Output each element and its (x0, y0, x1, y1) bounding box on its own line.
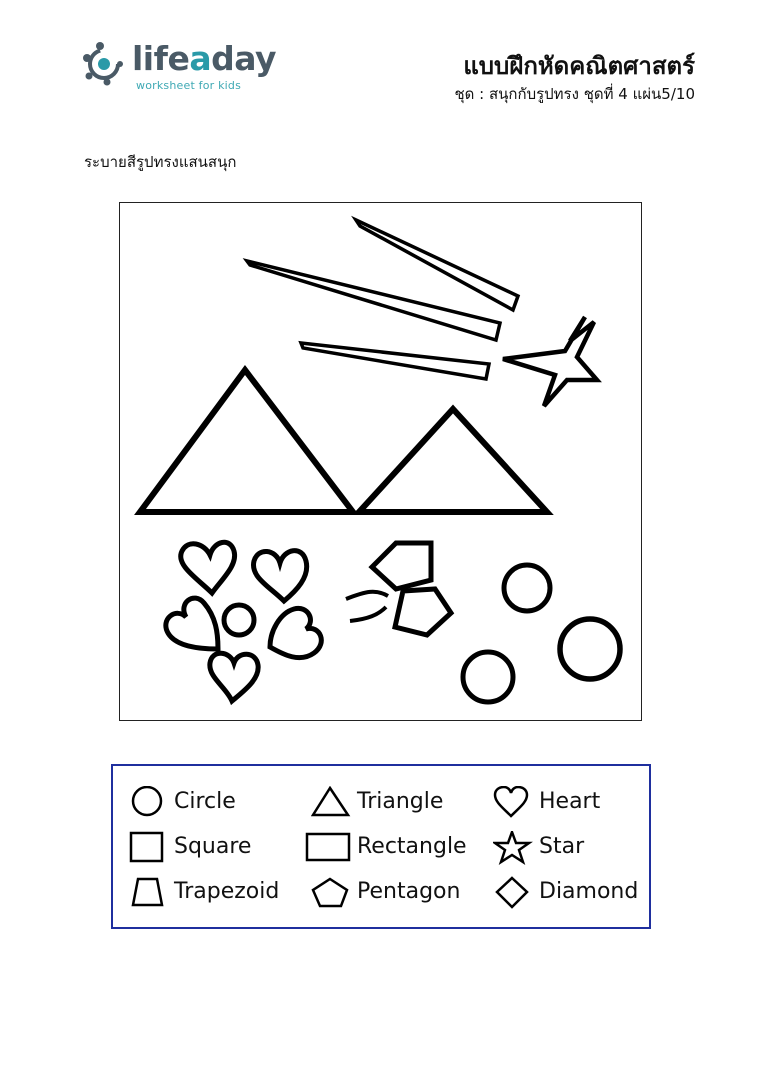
heart-shape (207, 650, 261, 706)
circle-icon (131, 786, 163, 817)
legend-label: Heart (539, 789, 601, 814)
heart-shape (251, 548, 310, 605)
worksheet-title: แบบฝึกหัดคณิตศาสตร์ (463, 52, 695, 80)
star-icon (493, 831, 533, 865)
legend-label: Circle (174, 789, 236, 814)
heart-shape (178, 539, 238, 597)
antenna-shape (345, 589, 390, 601)
legend-label: Star (539, 834, 585, 859)
coloring-picture (119, 202, 642, 721)
pentagon-shape (392, 586, 455, 638)
logo-mark-icon (83, 42, 123, 86)
diamond-icon (495, 876, 529, 909)
instruction-text: ระบายสีรูปทรงแสนสนุก (84, 153, 237, 171)
pentagon-shape (368, 540, 434, 592)
square-icon (129, 831, 164, 863)
shape-legend: Circle Triangle Heart Square Rectangle S… (111, 764, 651, 929)
circle-shape (460, 649, 516, 705)
streak-shape (351, 215, 521, 313)
heart-icon (493, 786, 529, 818)
worksheet-subtitle: ชุด : สนุกกับรูปทรง ชุดที่ 4 แผ่น5/10 (454, 85, 695, 103)
legend-label: Diamond (539, 879, 639, 904)
logo-tagline: worksheet for kids (136, 79, 242, 92)
heart-shape (267, 605, 324, 661)
trapezoid-icon (131, 877, 164, 907)
streak-shape (242, 258, 503, 343)
triangle-shape (352, 404, 554, 515)
triangle-icon (311, 786, 351, 817)
legend-label: Triangle (357, 789, 444, 814)
legend-label: Pentagon (357, 879, 461, 904)
legend-label: Trapezoid (174, 879, 280, 904)
lifeaday-logo: lifeaday worksheet for kids (80, 38, 280, 98)
antenna-shape (349, 605, 388, 623)
star-shape (502, 315, 602, 408)
circle-shape (557, 616, 623, 682)
circle-shape (501, 562, 553, 614)
streak-shape (298, 340, 492, 382)
legend-label: Square (174, 834, 252, 859)
logo-wordmark: lifeaday (132, 39, 277, 78)
circle-shape (221, 602, 257, 638)
heart-shape (163, 595, 221, 652)
legend-label: Rectangle (357, 834, 467, 859)
rectangle-icon (305, 832, 351, 862)
triangle-shape (134, 364, 360, 515)
pentagon-icon (311, 877, 349, 908)
